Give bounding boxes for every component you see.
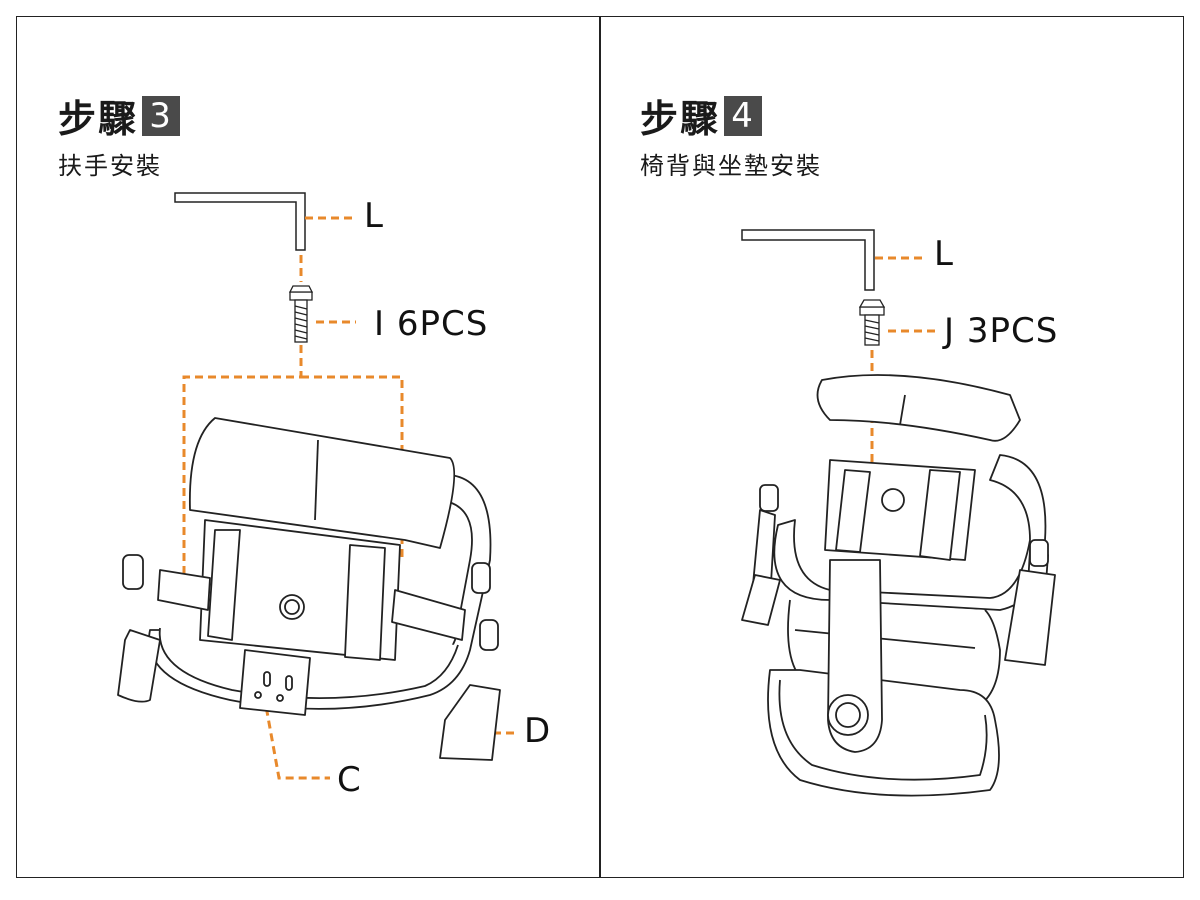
chair-assembly-drawing	[741, 374, 1056, 797]
step3-subtitle: 扶手安裝	[58, 152, 162, 180]
seat-mechanism-drawing	[117, 417, 501, 761]
screw-j-icon	[858, 299, 886, 346]
step3-screw-label: I 6PCS	[374, 304, 489, 344]
step3-title-text: 步驟	[58, 97, 139, 141]
step4-number-badge: 4	[724, 95, 763, 136]
step4-screw-label: J 3PCS	[944, 311, 1059, 351]
part-d-label: D	[524, 711, 552, 751]
screw-i-icon	[288, 285, 314, 343]
step3-title: 步驟 3	[58, 88, 181, 143]
step4-tool-label: L	[934, 234, 954, 274]
step4-title-text: 步驟	[640, 97, 721, 141]
hex-key-tool	[741, 229, 875, 291]
step4-title: 步驟 4	[640, 88, 763, 143]
part-c-label: C	[337, 760, 362, 800]
panel-divider	[599, 16, 601, 878]
hex-key-tool	[174, 192, 306, 251]
step4-subtitle: 椅背與坐墊安裝	[640, 152, 822, 180]
step3-tool-label: L	[364, 196, 384, 236]
step3-number-badge: 3	[142, 95, 181, 136]
step3-illustration	[117, 192, 515, 780]
